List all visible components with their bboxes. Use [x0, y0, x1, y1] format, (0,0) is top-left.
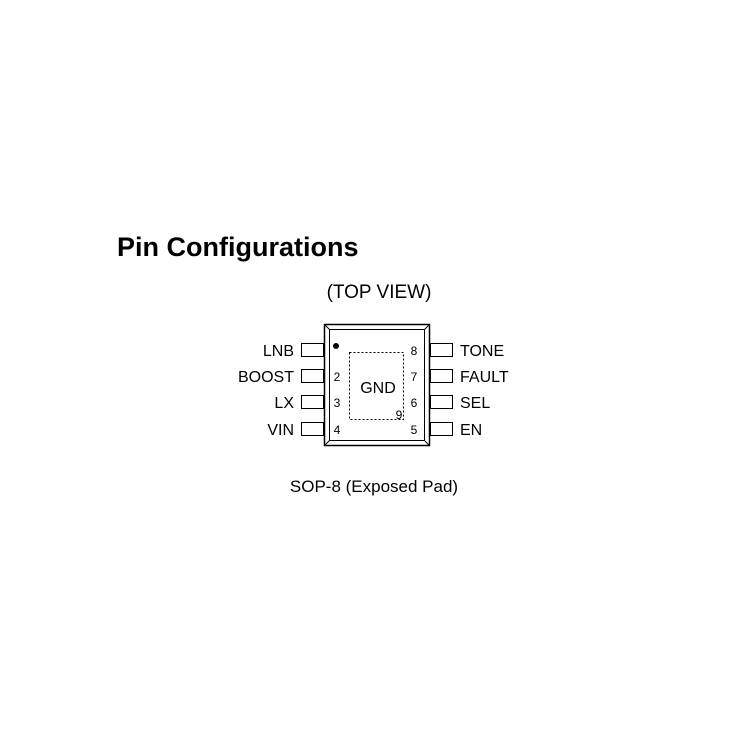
pin-name: VIN — [267, 422, 294, 439]
pin-number: 2 — [334, 370, 341, 384]
pin-number: 6 — [411, 396, 418, 410]
pin-number: 8 — [411, 344, 418, 358]
pin-lead — [301, 422, 324, 436]
pin-number: 3 — [334, 396, 341, 410]
pin-name: EN — [460, 422, 482, 439]
package-label: SOP-8 (Exposed Pad) — [290, 477, 458, 496]
exposed-pad — [349, 352, 404, 420]
pin-lead — [301, 395, 324, 409]
pin-lead — [301, 369, 324, 383]
page-title: Pin Configurations — [117, 232, 359, 262]
pin-name: TONE — [460, 343, 504, 360]
pad-label: GND — [360, 380, 396, 397]
pin-name: BOOST — [238, 369, 294, 386]
pad-number: 9 — [396, 408, 403, 422]
pin-name: SEL — [460, 395, 490, 412]
pin-lead — [430, 422, 453, 436]
pin-number: 5 — [411, 423, 418, 437]
pin-number: 4 — [334, 423, 341, 437]
pin-name: FAULT — [460, 369, 509, 386]
view-label: (TOP VIEW) — [327, 282, 432, 303]
pin-lead — [430, 369, 453, 383]
pin-name: LX — [274, 395, 294, 412]
pin-number: 7 — [411, 370, 418, 384]
pin1-marker-dot — [333, 343, 339, 349]
pin-lead — [430, 395, 453, 409]
pin-name: LNB — [263, 343, 294, 360]
pin-lead — [430, 343, 453, 357]
package-body — [323, 323, 431, 447]
pin-lead — [301, 343, 324, 357]
